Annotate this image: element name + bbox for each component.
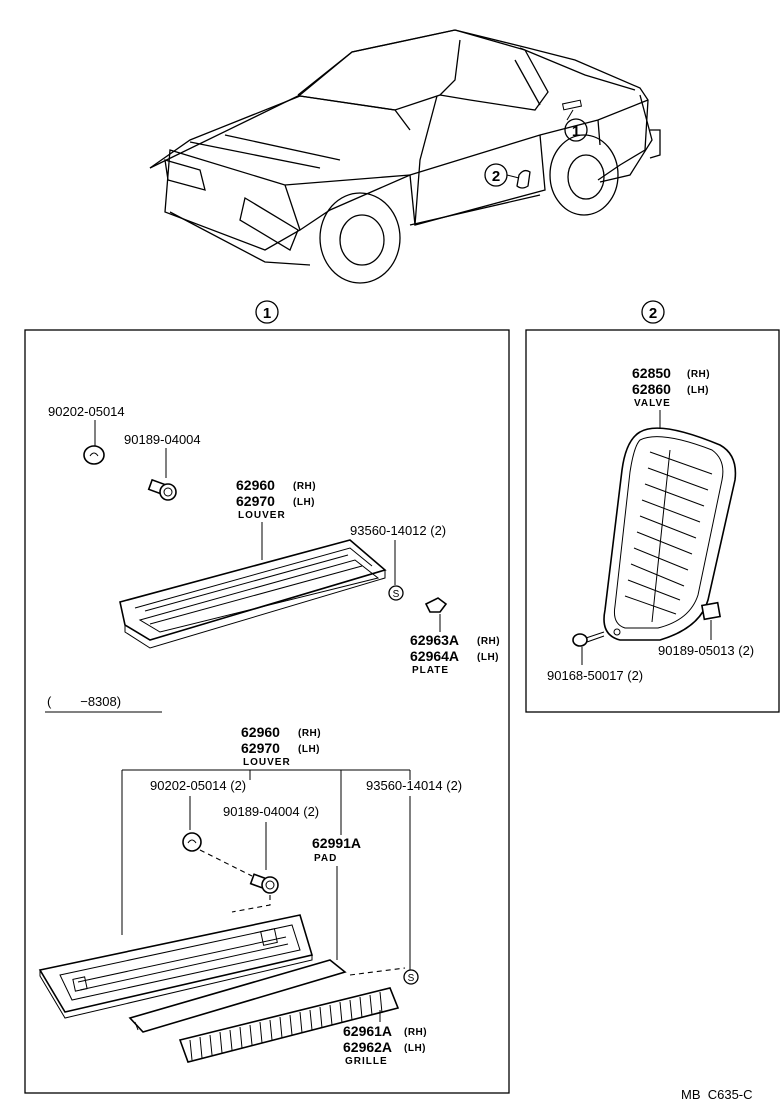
b-louver-rh-number: 62960 (241, 724, 280, 740)
svg-text:(LH): (LH) (298, 744, 320, 755)
svg-text:(LH): (LH) (404, 1043, 426, 1054)
svg-text:(RH): (RH) (477, 636, 500, 647)
svg-text:2: 2 (649, 305, 657, 322)
cap-icon (83, 445, 105, 465)
svg-text:(RH): (RH) (404, 1027, 427, 1038)
valve-rh-number: 62850 (632, 365, 671, 381)
svg-text:(LH): (LH) (293, 497, 315, 508)
callout-2-label: 2 (492, 168, 500, 185)
plate-lh-number: 62964A (410, 648, 459, 664)
lower-louver-part (38, 914, 314, 1019)
svg-text:(RH): (RH) (298, 728, 321, 739)
pad-number: 62991A (312, 835, 361, 851)
panel-1-label: 1 (255, 300, 279, 324)
diagram-code: MB C635-C (681, 1087, 753, 1102)
panel-2-label: 2 (641, 300, 665, 324)
valve-part (603, 427, 737, 641)
production-range: ( −8308) (47, 694, 121, 709)
clip-icon (147, 478, 177, 501)
louver-rh-number: 62960 (236, 477, 275, 493)
svg-text:(RH): (RH) (293, 481, 316, 492)
grille-name: GRILLE (345, 1056, 388, 1067)
valve-name: VALVE (634, 398, 671, 409)
louver-lh-number: 62970 (236, 493, 275, 509)
louver-part (119, 539, 387, 649)
valve-lh-number: 62860 (632, 381, 671, 397)
plate-icon (424, 597, 448, 613)
clip-05013-icon (700, 601, 722, 621)
b-louver-lh-number: 62970 (241, 740, 280, 756)
pad-part (128, 959, 347, 1033)
part-90189-05013: 90189-05013 (2) (658, 643, 754, 658)
s-mark-icon: S (388, 585, 404, 601)
screw-50017-icon (572, 631, 605, 647)
clip-lower-icon (249, 873, 279, 894)
callout-2-car: 2 (484, 163, 508, 187)
svg-text:(RH): (RH) (687, 369, 710, 380)
callout-1-label: 1 (572, 123, 580, 140)
part-b-93560-14014: 93560-14014 (2) (366, 778, 462, 793)
svg-text:(LH): (LH) (687, 385, 709, 396)
panel-1-frame (24, 329, 510, 1094)
plate-rh-number: 62963A (410, 632, 459, 648)
grille-part (178, 987, 400, 1063)
panel-2-frame (525, 329, 780, 713)
grille-rh-number: 62961A (343, 1023, 392, 1039)
svg-text:S: S (393, 589, 400, 600)
part-90202-05014: 90202-05014 (48, 404, 125, 419)
b-louver-name: LOUVER (243, 757, 291, 768)
part-b-90202-05014: 90202-05014 (2) (150, 778, 246, 793)
svg-text:(LH): (LH) (477, 652, 499, 663)
grille-lh-number: 62962A (343, 1039, 392, 1055)
louver-name: LOUVER (238, 510, 286, 521)
part-93560-14012: 93560-14012 (2) (350, 523, 446, 538)
svg-text:1: 1 (263, 305, 271, 322)
s-mark-lower-icon: S (403, 969, 419, 985)
car-illustration (149, 29, 661, 284)
part-b-90189-04004: 90189-04004 (2) (223, 804, 319, 819)
cap-lower-icon (182, 832, 202, 852)
pad-name: PAD (314, 853, 337, 864)
part-90168-50017: 90168-50017 (2) (547, 668, 643, 683)
plate-name: PLATE (412, 665, 449, 676)
svg-text:S: S (408, 973, 415, 984)
part-90189-04004: 90189-04004 (124, 432, 201, 447)
callout-1-car: 1 (564, 118, 588, 142)
